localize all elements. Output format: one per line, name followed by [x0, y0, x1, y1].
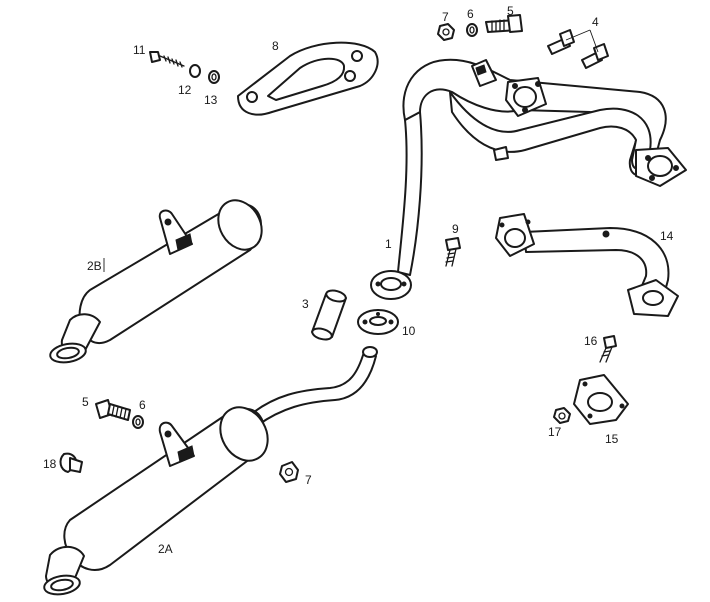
- callout-6-top: 6: [467, 7, 474, 21]
- callout-7-bottom: 7: [305, 473, 312, 487]
- callout-7-top: 7: [442, 10, 449, 24]
- callout-13: 13: [204, 93, 218, 107]
- callout-9: 9: [452, 222, 459, 236]
- callout-2a: 2A: [158, 542, 173, 556]
- nut-7-top: [437, 23, 455, 41]
- callout-10: 10: [402, 324, 416, 338]
- callout-16: 16: [584, 334, 598, 348]
- callout-labels: 1 2A 2B 3 4 5 5 6 6 7 7 8 9 10 11 12 13 …: [43, 4, 674, 556]
- callout-5-left: 5: [82, 395, 89, 409]
- stud-9: [445, 237, 461, 267]
- flange-plate: [573, 374, 629, 425]
- heat-shield: [237, 41, 379, 116]
- bolts-4: [547, 29, 609, 69]
- callout-12: 12: [178, 83, 192, 97]
- sleeve: [311, 289, 347, 341]
- muffler-2a: [43, 346, 378, 596]
- washer-6-top: [466, 23, 478, 37]
- callout-18: 18: [43, 457, 57, 471]
- exhaust-header-pipe: [370, 58, 687, 300]
- screw-11: [149, 51, 185, 68]
- callout-1: 1: [385, 237, 392, 251]
- callout-8: 8: [272, 39, 279, 53]
- washer-13: [208, 70, 220, 84]
- callout-15: 15: [605, 432, 619, 446]
- plug-18: [59, 452, 83, 473]
- callout-2b: 2B: [87, 259, 102, 273]
- muffler-2b: [49, 199, 263, 364]
- leader-lines: [103, 29, 599, 272]
- washer-6-left: [132, 415, 144, 429]
- callout-4: 4: [592, 15, 599, 29]
- pipe-14: [495, 213, 679, 317]
- stud-16: [599, 335, 617, 363]
- nut-17: [553, 407, 571, 424]
- gasket: [357, 309, 399, 335]
- callout-11: 11: [133, 43, 146, 57]
- callout-17: 17: [548, 425, 562, 439]
- callout-3: 3: [302, 297, 309, 311]
- nut-7-bottom: [279, 461, 299, 483]
- washer-12: [189, 64, 201, 78]
- callout-5-top: 5: [507, 4, 514, 18]
- callout-6-left: 6: [139, 398, 146, 412]
- bolt-5-top: [485, 14, 523, 33]
- callout-14: 14: [660, 229, 674, 243]
- bolt-5-left: [95, 399, 131, 421]
